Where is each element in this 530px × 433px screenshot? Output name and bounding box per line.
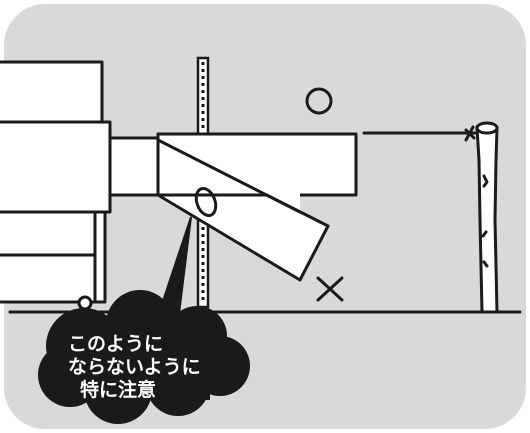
sag-highlight (194, 186, 218, 218)
warning-text: このように ならないように 特に注意 (68, 333, 201, 401)
warning-line-1: このように (68, 333, 163, 355)
tree-stake (464, 121, 499, 314)
duct-connector (108, 136, 162, 197)
warning-callout (38, 216, 250, 424)
straight-duct (156, 132, 358, 214)
warning-line-2: ならないように (68, 356, 201, 378)
warning-line-3: 特に注意 (80, 378, 156, 401)
correct-mark (305, 87, 333, 115)
caster-wheel (77, 295, 93, 311)
wrong-mark (316, 276, 344, 302)
appliance-unit (0, 60, 112, 311)
